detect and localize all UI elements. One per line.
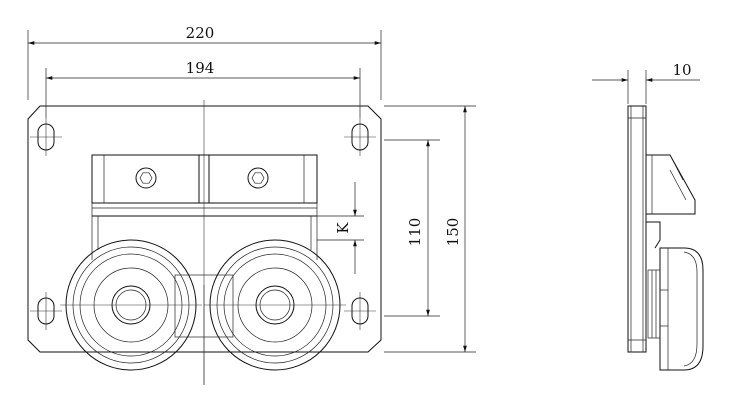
hex-bolt-left: [135, 167, 157, 189]
mounting-hole-top-right: [344, 118, 376, 156]
dimension-194-label: 194: [186, 59, 215, 77]
side-bracket: [646, 154, 696, 249]
front-view: [27, 100, 382, 385]
side-plate: [627, 105, 647, 353]
wheel-left: [60, 239, 202, 371]
dimension-10-label: 10: [672, 61, 691, 79]
bracket-block: [91, 154, 318, 260]
wheel-right: [204, 239, 346, 371]
mounting-hole-bottom-left: [30, 292, 62, 330]
dimension-10: 10: [592, 61, 700, 104]
side-wheel: [647, 247, 704, 371]
dimension-150-label: 150: [444, 218, 462, 247]
dimension-220-label: 220: [186, 24, 215, 42]
dimension-k: K: [317, 182, 364, 274]
dimension-k-label: K: [334, 222, 352, 234]
dimension-110-label: 110: [406, 218, 424, 247]
dimension-110: 110: [384, 139, 440, 317]
base-plate: [27, 105, 382, 353]
dimension-150: 150: [384, 105, 476, 353]
mounting-hole-bottom-right: [344, 292, 376, 330]
mounting-hole-top-left: [30, 118, 62, 156]
side-view: [627, 105, 704, 371]
dimension-220: 220: [27, 24, 382, 100]
dimension-194: 194: [45, 59, 361, 118]
hex-bolt-right: [247, 167, 269, 189]
